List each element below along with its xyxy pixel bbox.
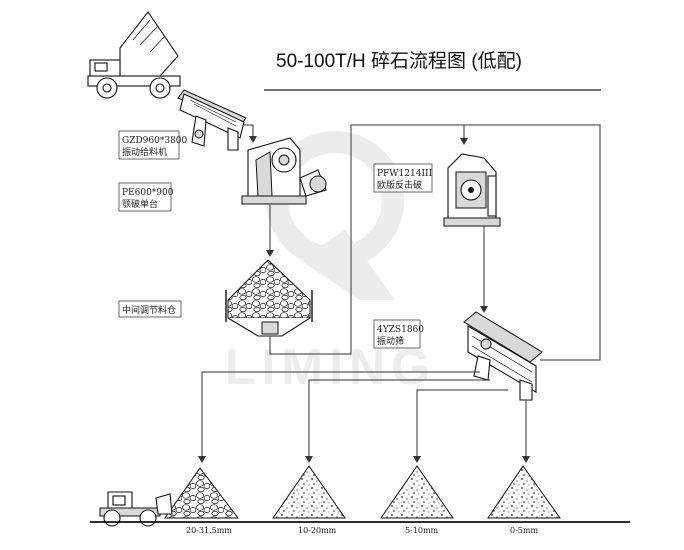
- label-jaw-crusher: PE600*900 颚破单台: [118, 182, 174, 212]
- svg-text:颚破单台: 颚破单台: [122, 198, 158, 210]
- label-feeder: GZD960*3800 振动给料机: [118, 130, 188, 160]
- size-label-20-31: 20-31.5mm: [186, 526, 232, 535]
- page-title: 50-100T/H 碎石流程图 (低配): [276, 50, 522, 72]
- wheel-loader-icon: [99, 491, 173, 527]
- label-vibrating-screen: 4YZS1860 振动筛: [373, 319, 424, 349]
- size-label-5-10: 5-10mm: [405, 526, 439, 535]
- svg-text:振动给料机: 振动给料机: [122, 146, 167, 158]
- surge-bin-icon: [225, 259, 313, 337]
- svg-text:PE600*900: PE600*900: [122, 188, 174, 198]
- jaw-crusher-icon: [241, 137, 327, 205]
- size-label-10-20: 10-20mm: [298, 526, 337, 535]
- svg-text:中间调节料仓: 中间调节料仓: [122, 304, 176, 316]
- impact-crusher-icon: [443, 153, 501, 227]
- size-label-0-5: 0-5mm: [510, 526, 538, 535]
- dump-truck-icon: [87, 11, 181, 99]
- product-pile-5-10: [380, 465, 454, 519]
- vibrating-feeder-icon: [177, 89, 247, 151]
- process-flow-lines: [198, 124, 601, 463]
- label-impact-crusher: PFW1214III 欧版反击破: [373, 163, 433, 193]
- vibrating-screen-icon: [463, 311, 543, 401]
- svg-text:GZD960*3800: GZD960*3800: [122, 136, 188, 146]
- svg-text:4YZS1860: 4YZS1860: [377, 325, 424, 335]
- product-pile-20-31: [164, 467, 240, 519]
- product-pile-0-5: [487, 465, 561, 519]
- svg-text:PFW1214III: PFW1214III: [377, 169, 433, 179]
- svg-text:振动筛: 振动筛: [377, 335, 404, 347]
- label-surge-bin: 中间调节料仓: [118, 300, 182, 318]
- product-pile-10-20: [272, 465, 346, 519]
- svg-text:欧版反击破: 欧版反击破: [377, 179, 422, 191]
